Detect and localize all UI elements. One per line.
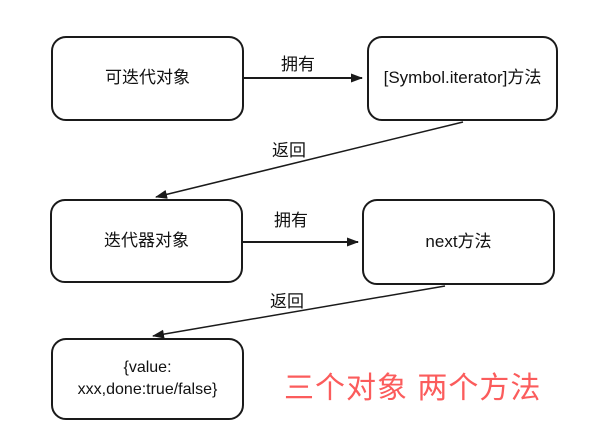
node-next-method: next方法: [362, 199, 555, 285]
node-next-method-label: next方法: [425, 231, 492, 251]
node-result-object: {value: xxx,done:true/false}: [51, 338, 244, 420]
node-iterator-object: 迭代器对象: [50, 199, 243, 283]
edge-returns-result: [152, 285, 446, 339]
edge-label-has-2: 拥有: [274, 211, 308, 230]
node-symbol-iterator-method-label: [Symbol.iterator]方法: [383, 68, 542, 88]
node-symbol-iterator-method: [Symbol.iterator]方法: [367, 36, 558, 121]
node-result-object-label: {value: xxx,done:true/false}: [77, 359, 218, 398]
edge-returns-iterator: [155, 121, 464, 199]
edge-label-has-1: 拥有: [281, 55, 315, 74]
node-iterable-object-label: 可迭代对象: [105, 68, 190, 88]
edge-label-returns-2: 返回: [270, 292, 304, 311]
node-iterable-object: 可迭代对象: [51, 36, 244, 121]
annotation-summary-text: 三个对象 两个方法: [284, 372, 542, 405]
node-iterator-object-label: 迭代器对象: [104, 230, 189, 250]
edge-label-returns-1: 返回: [272, 141, 306, 160]
